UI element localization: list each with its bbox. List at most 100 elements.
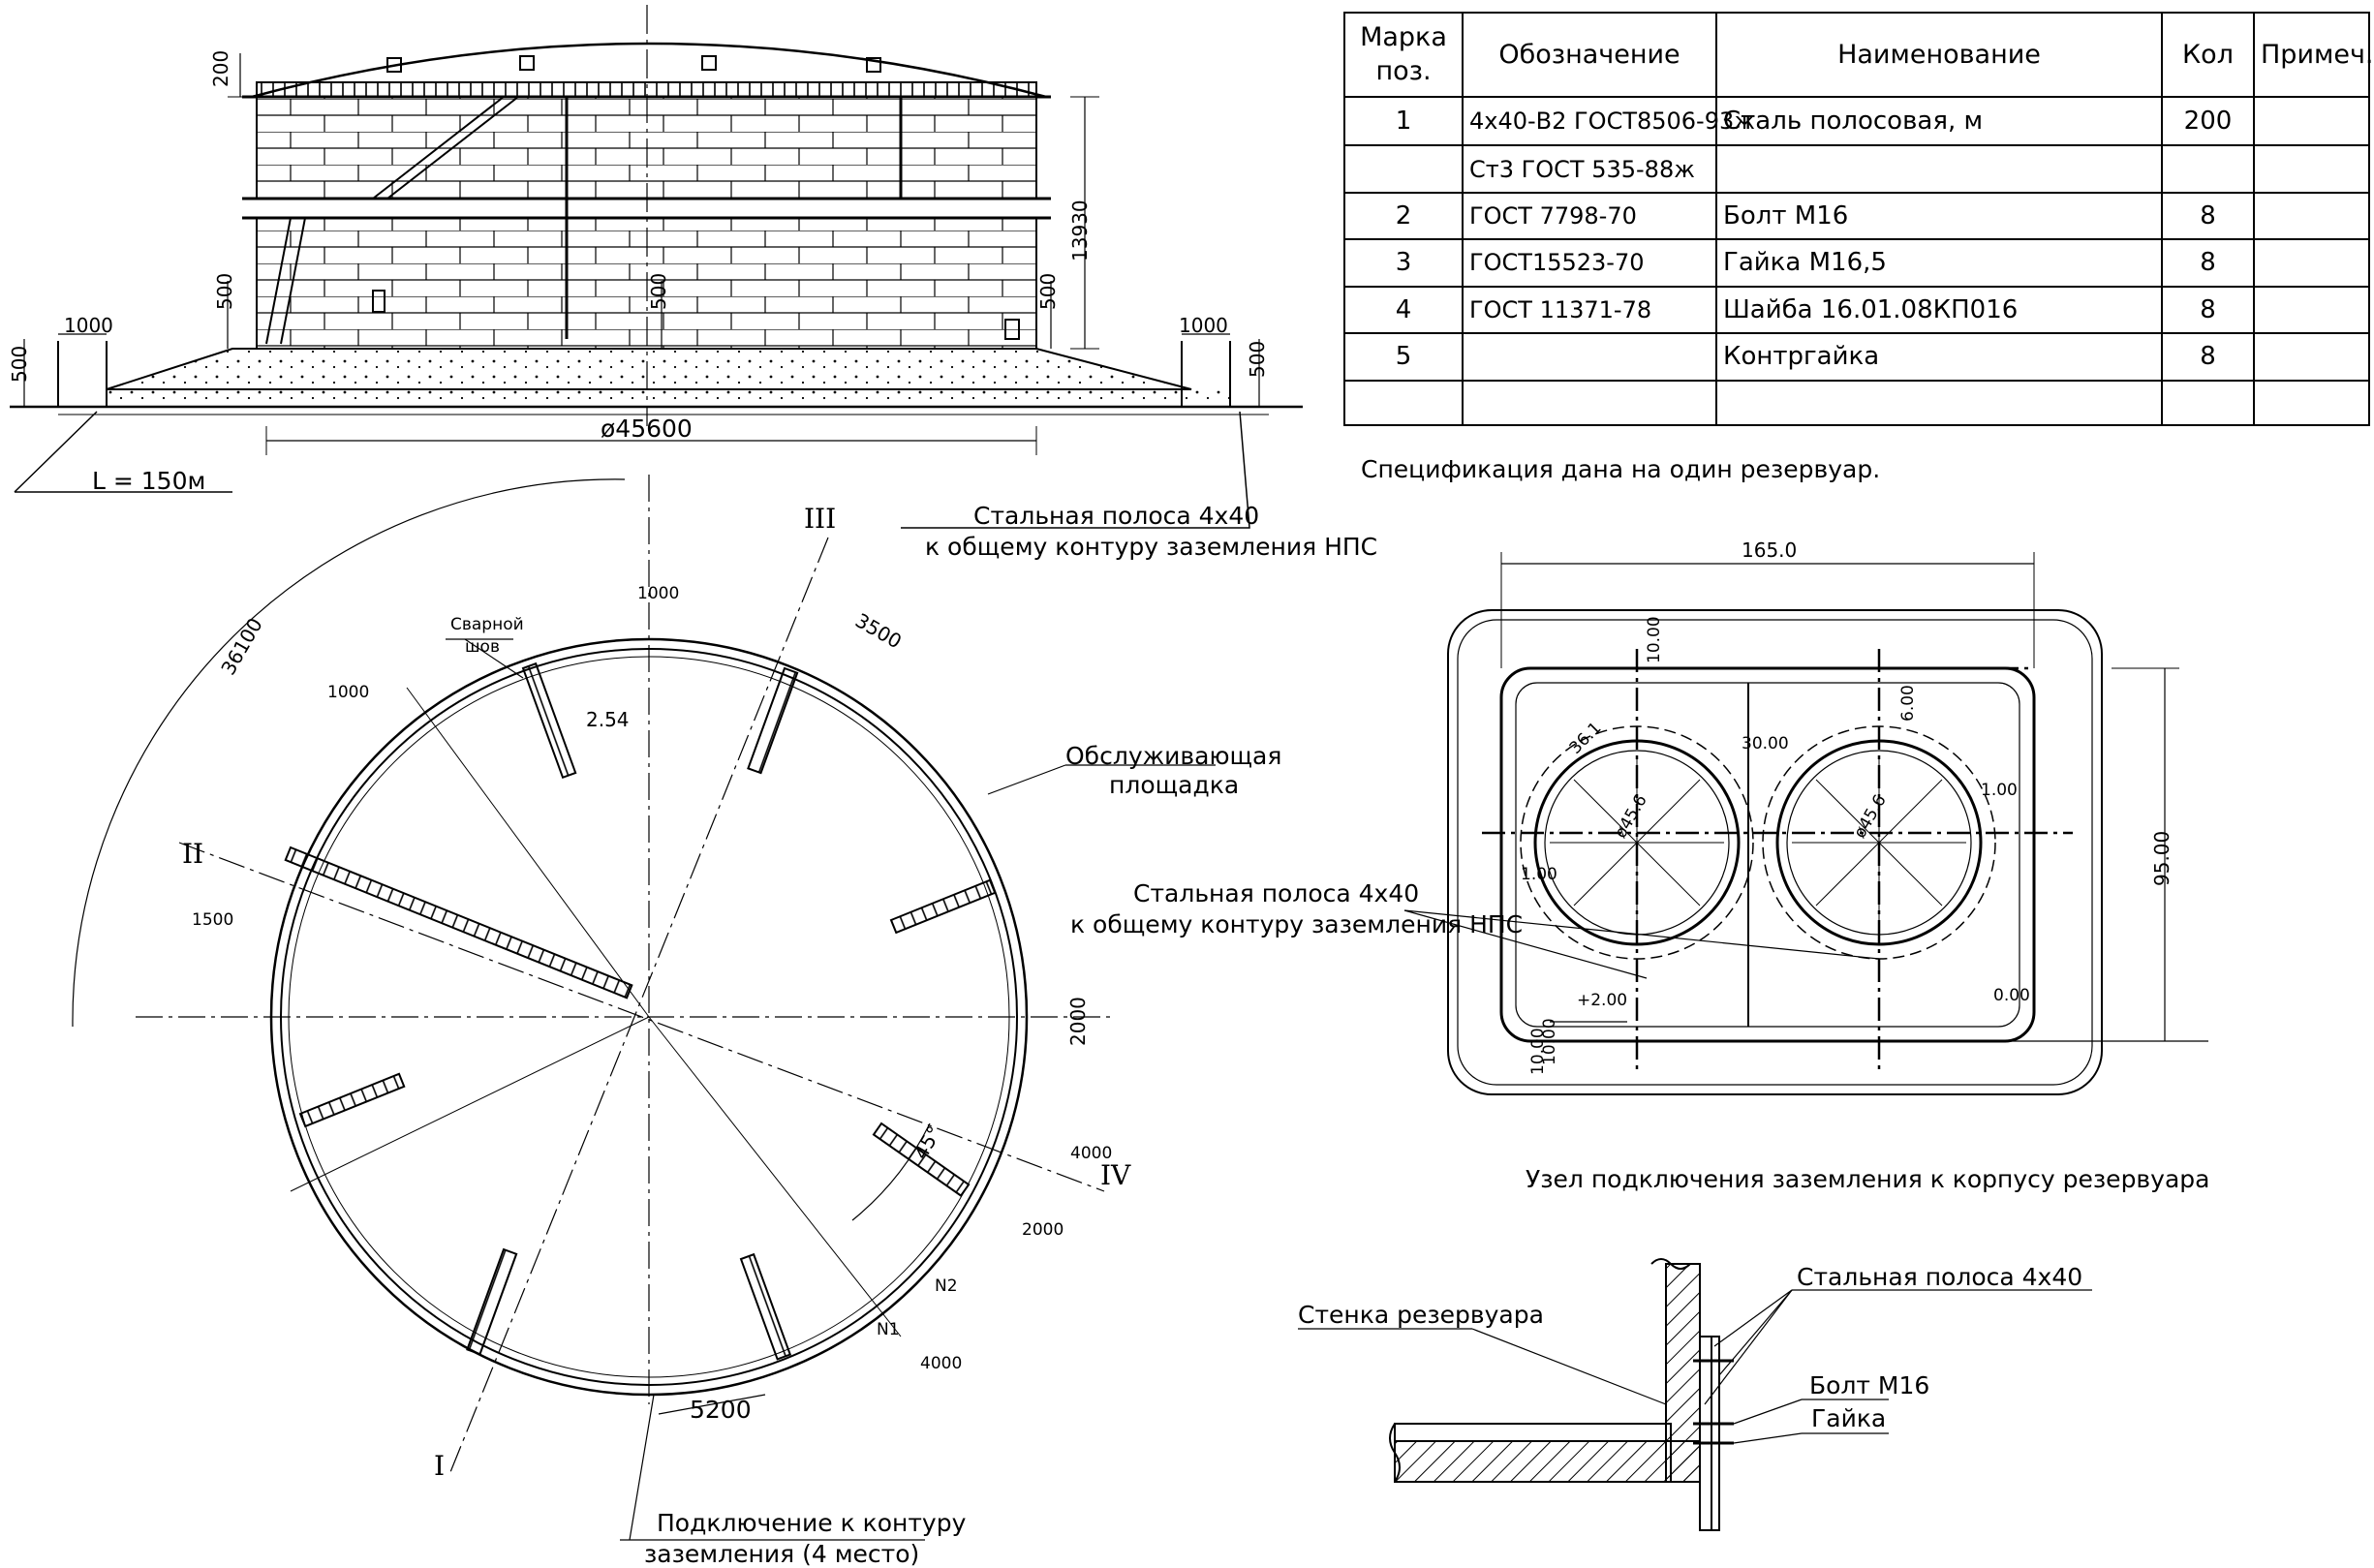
dim-500-bank: 500: [1246, 340, 1269, 378]
mark-N2: N2: [935, 1276, 958, 1296]
cell: [1343, 379, 1464, 427]
cell: 4: [1343, 285, 1464, 335]
header-qty: Кол: [2161, 12, 2255, 98]
node-strip-label: Стальная полоса 4х40: [1797, 1263, 2083, 1291]
cell: [2253, 144, 2370, 194]
cell: 2: [1343, 191, 1464, 241]
dim-1-left: 1.00: [1521, 865, 1557, 884]
cell: ГОСТ 11371-78: [1462, 285, 1717, 335]
dim-95: 95.00: [2150, 830, 2174, 886]
node-wall-label: Стенка резервуара: [1298, 1301, 1544, 1329]
dim-diameter: ø45600: [601, 415, 693, 443]
node-title: Узел подключения заземления к корпусу ре…: [1526, 1165, 2210, 1193]
platform-label-1: Обслуживающая: [1065, 742, 1282, 770]
table-header-row: Марка поз. Обозначение Наименование Кол …: [1343, 12, 2374, 98]
header-mark: Марка поз.: [1343, 12, 1464, 98]
cell: Ст3 ГОСТ 535-88ж: [1462, 144, 1717, 194]
dim-13930: 13930: [1068, 200, 1092, 261]
weld-label-1: Сварной: [450, 615, 524, 634]
dim-6: 6.00: [1898, 685, 1918, 722]
cell: [2253, 285, 2370, 335]
table-row: Ст3 ГОСТ 535-88ж: [1343, 144, 2370, 194]
plan-strip-label-2: к общему контуру заземления НПС: [1070, 910, 1524, 938]
table-row: 1 4х40-В2 ГОСТ8506-93ж Сталь полосовая, …: [1343, 95, 2370, 147]
table-row: 2 ГОСТ 7798-70 Болт М16 8: [1343, 191, 2370, 241]
cell: [2253, 379, 2370, 427]
cell: [1715, 144, 2163, 194]
dim-10-vert: 10.00: [1540, 1018, 1559, 1065]
dim-5200: 5200: [690, 1396, 752, 1424]
dim-200: 200: [209, 49, 232, 87]
dim-500-outer: 500: [8, 345, 31, 383]
cell: [1462, 332, 1717, 382]
cell: ГОСТ15523-70: [1462, 238, 1717, 288]
table-row: 5 Контргайка 8: [1343, 332, 2370, 382]
dim-1500: 1500: [192, 910, 234, 930]
length-note: L = 150м: [92, 467, 206, 495]
plan-strip-label-1: Стальная полоса 4х40: [1133, 879, 1420, 907]
dim-plus2: +2.00: [1577, 991, 1628, 1010]
platform-label-2: площадка: [1109, 771, 1240, 799]
weld-label-2: шов: [465, 637, 500, 657]
cell: [1715, 379, 2163, 427]
spec-note: Спецификация дана на один резервуар.: [1361, 455, 1881, 483]
dim-500-left: 500: [213, 272, 236, 310]
tank-plan: [72, 475, 1216, 1541]
dim-1000-right: 1000: [1179, 314, 1228, 337]
axis-IV: IV: [1100, 1159, 1131, 1191]
header-designation: Обозначение: [1462, 12, 1717, 98]
dim-1-right: 1.00: [1981, 781, 2018, 800]
dim-2-54: 2.54: [586, 708, 630, 731]
cell: 200: [2161, 95, 2255, 147]
dim-0: 0.00: [1993, 986, 2030, 1005]
cell: 8: [2161, 191, 2255, 241]
dim-4000-a: 4000: [1070, 1144, 1113, 1163]
cell: [2161, 379, 2255, 427]
cell: Сталь полосовая, м: [1715, 95, 2163, 147]
cell: [1462, 379, 1717, 427]
dim-1000-left: 1000: [64, 314, 113, 337]
dim-1000-left: 1000: [327, 683, 370, 702]
connection-label-1: Подключение к контуру: [657, 1509, 967, 1537]
mark-N1: N1: [877, 1320, 900, 1339]
cell: [2161, 144, 2255, 194]
cell: [2253, 332, 2370, 382]
cell: [2253, 191, 2370, 241]
dim-500-mid: 500: [647, 272, 670, 310]
elev-strip-note-1: Стальная полоса 4х40: [973, 502, 1260, 530]
specification-table: Марка поз. Обозначение Наименование Кол …: [1343, 12, 2374, 427]
cell: Контргайка: [1715, 332, 2163, 382]
cell: ГОСТ 7798-70: [1462, 191, 1717, 241]
axis-III: III: [804, 503, 837, 535]
cell: [2253, 238, 2370, 288]
dim-165: 165.0: [1742, 538, 1798, 562]
dim-500-right: 500: [1036, 272, 1060, 310]
axis-I: I: [434, 1450, 446, 1482]
dim-4000-b: 4000: [920, 1354, 963, 1373]
cell: 1: [1343, 95, 1464, 147]
dim-30: 30.00: [1742, 734, 1789, 753]
header-note: Примеч.: [2253, 12, 2374, 98]
cell: 5: [1343, 332, 1464, 382]
node-nut-label: Гайка: [1811, 1404, 1887, 1432]
cell: [1343, 144, 1464, 194]
cell: 8: [2161, 332, 2255, 382]
table-row: 4 ГОСТ 11371-78 Шайба 16.01.08КП016 8: [1343, 285, 2370, 335]
elev-strip-note-2: к общему контуру заземления НПС: [925, 533, 1378, 561]
connection-label-2: заземления (4 место): [644, 1540, 920, 1568]
dim-10-top: 10.00: [1645, 616, 1664, 663]
table-row: 3 ГОСТ15523-70 Гайка М16,5 8: [1343, 238, 2370, 288]
cell: 4х40-В2 ГОСТ8506-93ж: [1462, 95, 1755, 147]
dim-2000-b: 2000: [1022, 1220, 1064, 1240]
grounding-node-detail: [1298, 1258, 2092, 1531]
dim-2000-right: 2000: [1066, 997, 1090, 1046]
tank-elevation: [10, 5, 1303, 529]
site-plan: [1403, 552, 2208, 1095]
cell: Гайка М16,5: [1715, 238, 2163, 288]
node-bolt-label: Болт М16: [1809, 1371, 1930, 1399]
cell: 8: [2161, 285, 2255, 335]
cell: Болт М16: [1715, 191, 2163, 241]
cell: 3: [1343, 238, 1464, 288]
axis-II: II: [182, 838, 204, 870]
